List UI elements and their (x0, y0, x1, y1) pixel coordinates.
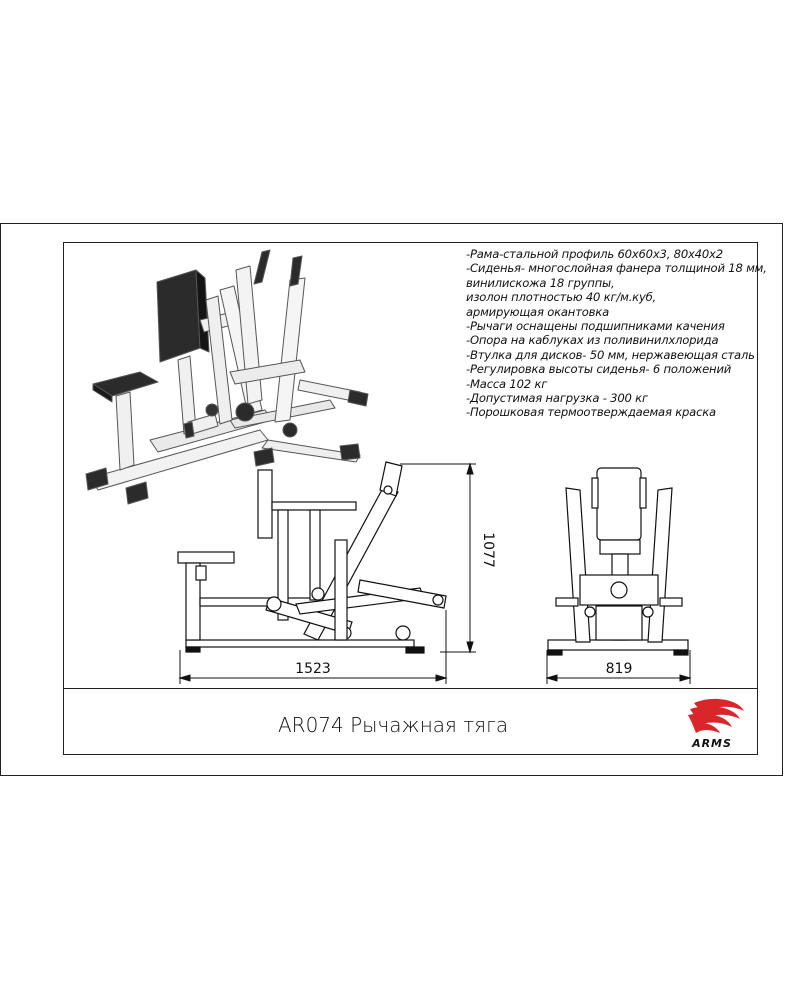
spec-line: -Сиденья- многослойная фанера толщиной 1… (466, 261, 767, 276)
spec-line: -Порошковая термоотверждаемая краска (466, 405, 716, 420)
spec-line: изолон плотностью 40 кг/м.куб, (466, 290, 657, 305)
title-divider (63, 688, 758, 689)
inner-frame (63, 242, 758, 755)
spec-line: -Регулировка высоты сиденья- 6 положений (466, 362, 732, 377)
front-view (547, 467, 689, 656)
spec-line: -Рычаги оснащены подшипниками качения (466, 319, 725, 334)
spec-line: -Рама-стальной профиль 60х60х3, 80х40х2 (466, 247, 723, 261)
spec-line: -Втулка для дисков- 50 мм, нержавеющая с… (466, 347, 755, 362)
machine-render (85, 249, 369, 505)
spec-line: винилискожа 18 группы, (466, 275, 615, 290)
spec-list: -Рама-стальной профиль 60х60х3, 80х40х2 … (466, 247, 767, 420)
spec-line: -Масса 102 кг (466, 376, 548, 391)
outer-frame (0, 223, 783, 776)
dimension-height: 1077 (480, 532, 496, 568)
dimension-length: 1523 (295, 661, 331, 677)
logo-mark-icon (688, 698, 744, 733)
side-view (177, 461, 447, 654)
dimension-lines (178, 462, 692, 684)
logo-text: ARMS (691, 737, 732, 749)
dimension-width: 819 (606, 661, 633, 677)
spec-line: армирующая окантовка (466, 304, 609, 319)
product-title: AR074 Рычажная тяга (278, 713, 509, 737)
arms-logo: ARMS (688, 698, 744, 749)
spec-line: -Опора на каблуках из поливинилхлорида (466, 333, 719, 348)
spec-line: -Допустимая нагрузка - 300 кг (466, 391, 648, 406)
